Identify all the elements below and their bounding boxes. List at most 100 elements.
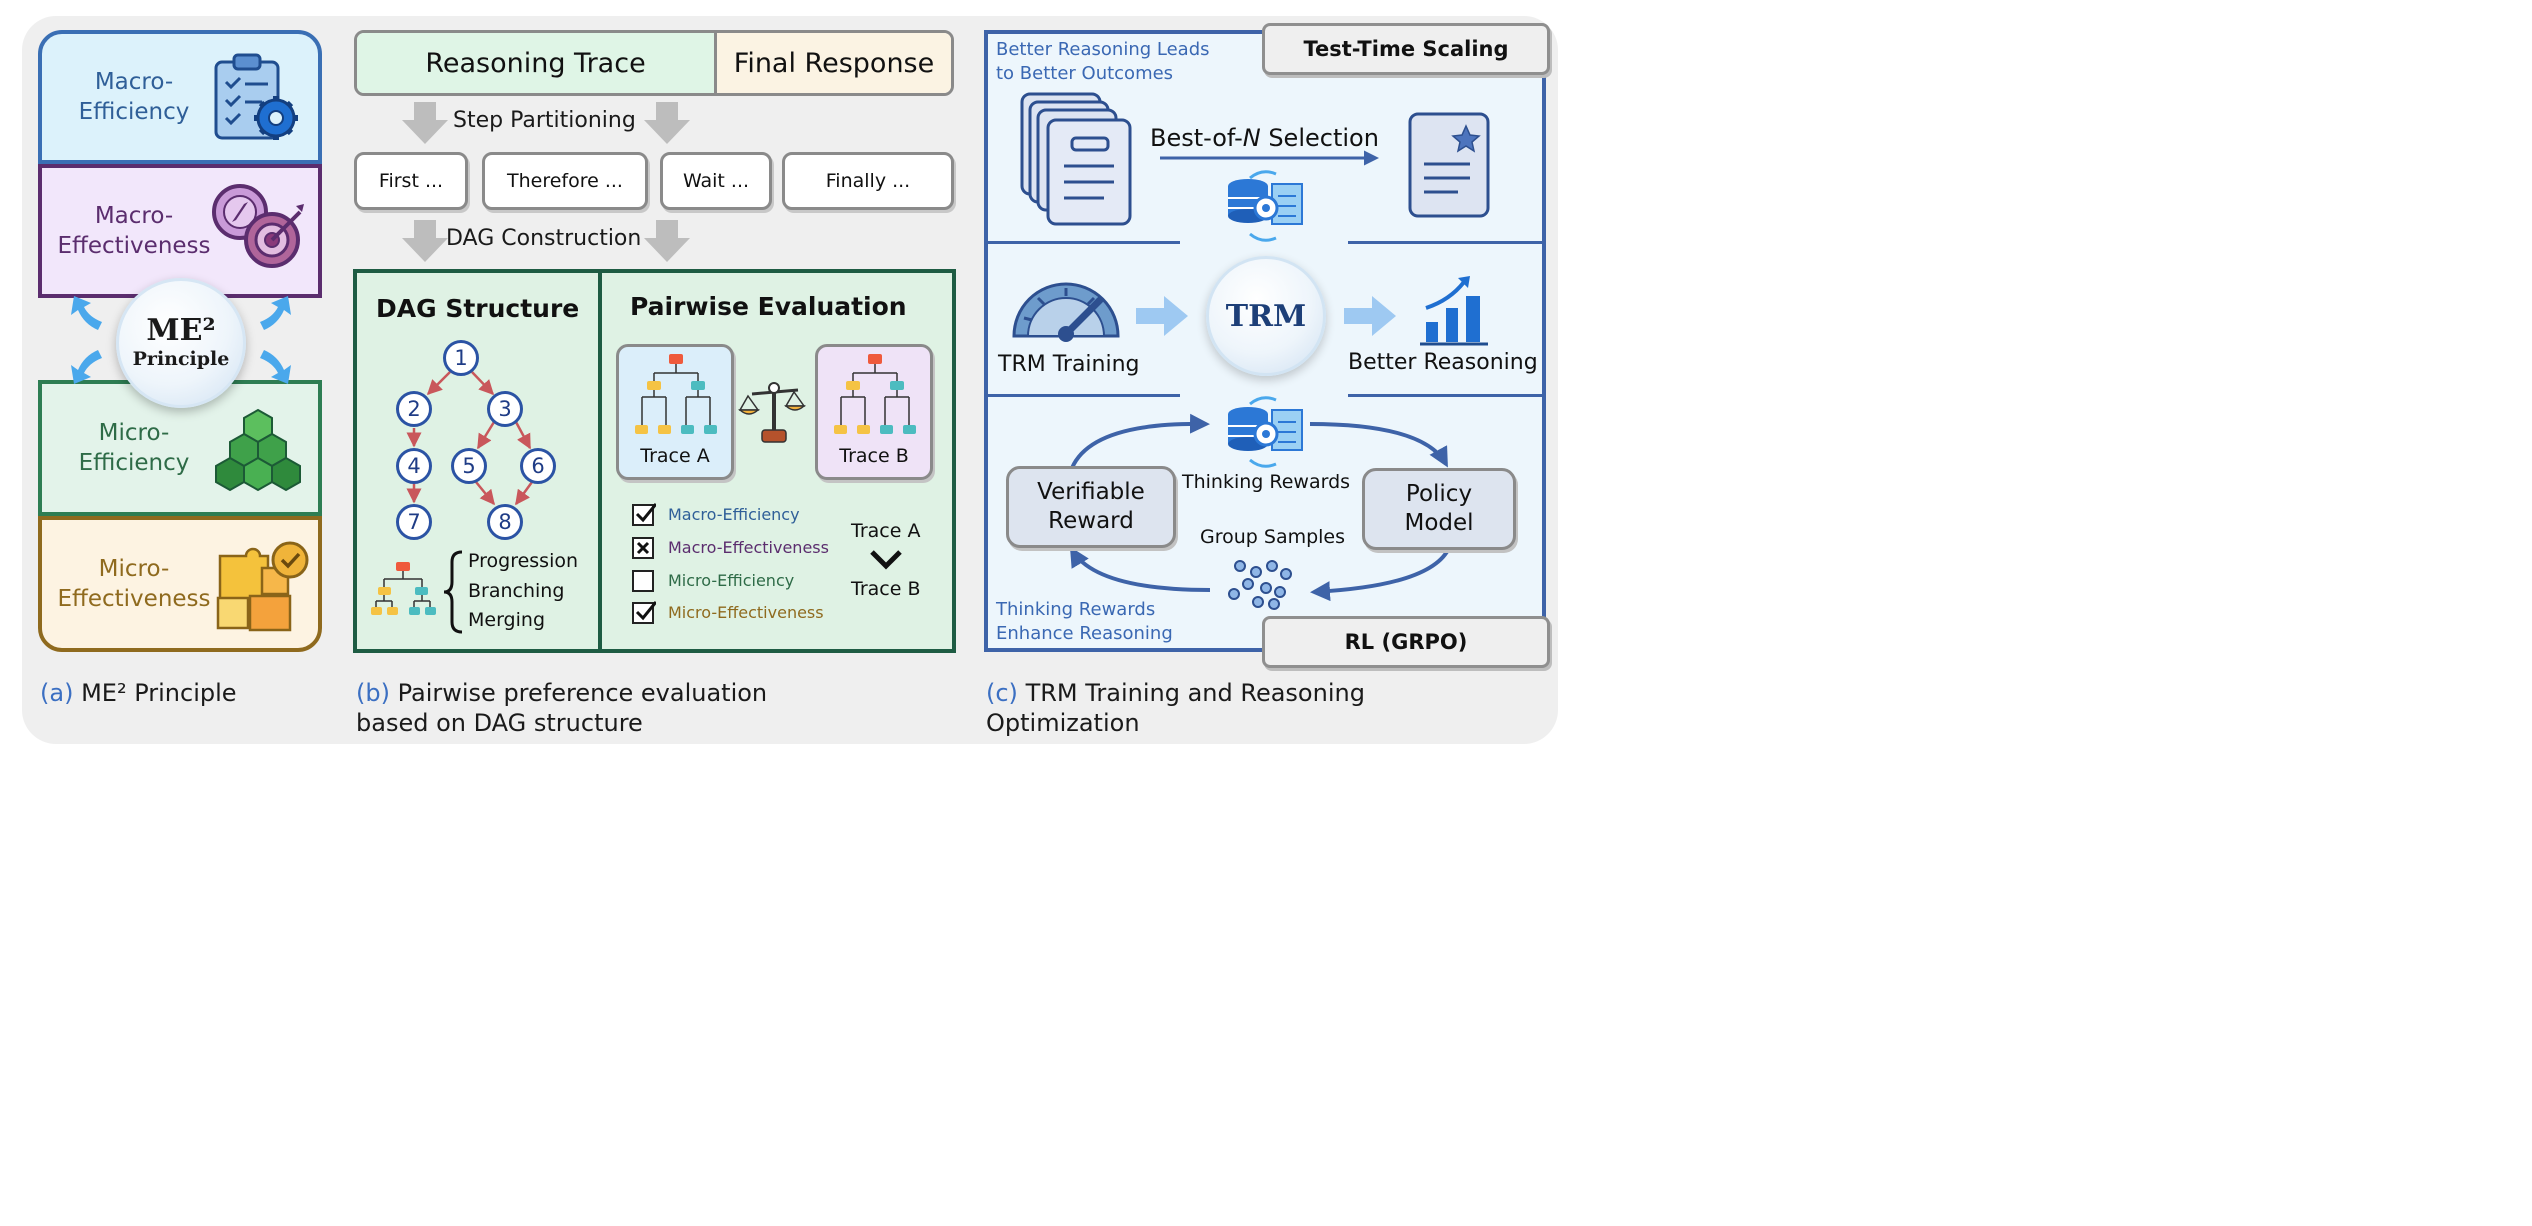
caption-b-line2: based on DAG structure	[356, 709, 643, 737]
section-divider	[988, 241, 1180, 244]
dag-edges	[406, 371, 534, 506]
micro-effectiveness-label: Micro- Effectiveness	[57, 556, 211, 612]
cycle-arrows-icon	[71, 296, 291, 384]
dag-construction-label: DAG Construction	[446, 226, 642, 251]
caption-a-tag: (a)	[40, 679, 74, 707]
criterion-micro-effectiveness: Micro-Effectiveness	[668, 603, 824, 622]
step-box-first: First ...	[354, 152, 468, 210]
better-reasoning-note: Better Reasoning Leads to Better Outcome…	[996, 38, 1210, 86]
trm-training-label: TRM Training	[998, 352, 1140, 377]
enhance-note-line1: Thinking Rewards	[996, 599, 1156, 620]
section-divider	[1348, 394, 1544, 397]
flow-arrow-icon	[1136, 296, 1188, 336]
verifiable-reward-line2: Reward	[1048, 508, 1134, 534]
better-reasoning-note-line1: Better Reasoning Leads	[996, 39, 1210, 60]
dag-edge-3-6	[514, 421, 532, 450]
dag-node-2: 2	[396, 391, 432, 427]
dag-edge-5-8	[475, 481, 495, 506]
speedometer-icon	[1012, 282, 1120, 342]
reasoning-trace-segment: Reasoning Trace	[357, 33, 717, 93]
trace-b-card: Trace B	[815, 344, 933, 480]
caption-a-text: ME² Principle	[81, 679, 237, 707]
panel-c-graphics	[1012, 92, 1490, 610]
checkbox-checked-icon	[632, 601, 656, 624]
macro-effectiveness-box: Macro- Effectiveness	[38, 164, 322, 298]
panel-b-eval-icons	[635, 354, 916, 570]
trm-circle: TRM	[1206, 256, 1326, 376]
down-arrow-icon	[402, 102, 690, 262]
checkbox-checked-icon	[632, 503, 656, 526]
criterion-macro-efficiency: Macro-Efficiency	[668, 505, 800, 524]
caption-c-line2: Optimization	[986, 709, 1140, 737]
rl-grpo-box: RL (GRPO)	[1262, 616, 1550, 668]
balance-scale-icon	[738, 382, 806, 443]
curly-brace-icon	[443, 550, 463, 634]
dag-edge-3-5	[476, 421, 496, 450]
dag-edge-6-8	[514, 481, 534, 506]
micro-efficiency-label: Micro- Efficiency	[78, 420, 190, 476]
cycle-arrow-reward-to-db	[1070, 413, 1210, 469]
criterion-row-micro-effectiveness	[632, 601, 656, 625]
group-samples-label: Group Samples	[1200, 526, 1346, 548]
dag-node-7: 7	[396, 504, 432, 540]
criterion-row-micro-efficiency	[632, 569, 654, 593]
starred-document-icon	[1408, 112, 1490, 218]
compare-trace-a: Trace A	[851, 520, 921, 542]
panel-b-structure-icons	[371, 550, 463, 634]
criterion-row-macro-efficiency	[632, 503, 656, 527]
flow-arrow-icon	[1344, 296, 1396, 336]
step-partitioning-label: Step Partitioning	[453, 108, 636, 133]
caption-c: (c) TRM Training and Reasoning Optimizat…	[986, 678, 1365, 738]
dag-edge-1-3	[471, 371, 495, 396]
better-reasoning-label: Better Reasoning	[1348, 350, 1538, 375]
caption-b-tag: (b)	[356, 679, 390, 707]
bar-chart-growth-icon	[1420, 276, 1488, 346]
verifiable-reward-box: Verifiable Reward	[1006, 466, 1176, 548]
policy-model-box: Policy Model	[1362, 468, 1516, 550]
best-of-n-label: Best-of-N Selection	[1150, 124, 1379, 152]
dag-node-8: 8	[487, 504, 523, 540]
enhance-note-line2: Enhance Reasoning	[996, 623, 1173, 644]
structure-term-branching: Branching	[468, 580, 565, 602]
dag-edge-1-2	[426, 371, 451, 396]
policy-model-line2: Model	[1404, 510, 1474, 536]
dag-structure-title: DAG Structure	[376, 294, 580, 323]
checkbox-empty-icon	[632, 570, 654, 592]
best-of-n-var: N	[1242, 124, 1261, 152]
enhance-reasoning-note: Thinking Rewards Enhance Reasoning	[996, 598, 1173, 646]
cycle-arrow-db-to-policy	[1309, 422, 1448, 468]
criterion-row-macro-effectiveness	[632, 536, 654, 560]
macro-efficiency-label: Macro- Efficiency	[78, 69, 190, 125]
dag-node-4: 4	[396, 448, 432, 484]
verifiable-reward-line1: Verifiable	[1037, 479, 1145, 505]
pairwise-evaluation-title: Pairwise Evaluation	[630, 292, 907, 321]
caption-b-line1: Pairwise preference evaluation	[397, 679, 768, 707]
cycle-arrow-samples-to-reward	[1069, 546, 1211, 592]
structure-term-merging: Merging	[468, 609, 546, 631]
trace-a-label: Trace A	[640, 445, 710, 467]
caption-c-line1: TRM Training and Reasoning	[1025, 679, 1365, 707]
principle-subtitle: Principle	[132, 348, 230, 370]
thinking-rewards-label: Thinking Rewards	[1182, 471, 1351, 493]
panel-a-icons	[71, 53, 309, 632]
macro-effectiveness-label: Macro- Effectiveness	[57, 203, 211, 259]
me2-principle-circle: ME² Principle	[116, 278, 246, 408]
dag-node-3: 3	[487, 391, 523, 427]
dag-node-5: 5	[451, 448, 487, 484]
green-cubes-icon	[215, 408, 301, 492]
section-divider	[988, 394, 1180, 397]
caption-a: (a) ME² Principle	[40, 678, 237, 708]
documents-stack-icon	[1020, 92, 1132, 226]
hierarchy-icon	[371, 562, 436, 615]
database-gear-icon	[1228, 396, 1303, 468]
step-box-therefore: Therefore ...	[482, 152, 648, 210]
best-of-n-post: Selection	[1260, 124, 1379, 152]
structure-term-progression: Progression	[468, 550, 579, 572]
puzzle-check-icon	[216, 541, 309, 632]
dag-evaluation-divider	[598, 269, 602, 653]
caption-c-tag: (c)	[986, 679, 1018, 707]
compass-target-icon	[212, 184, 304, 268]
trace-bar: Reasoning Trace Final Response	[354, 30, 954, 96]
compare-trace-b: Trace B	[851, 578, 921, 600]
criterion-macro-effectiveness: Macro-Effectiveness	[668, 538, 829, 557]
